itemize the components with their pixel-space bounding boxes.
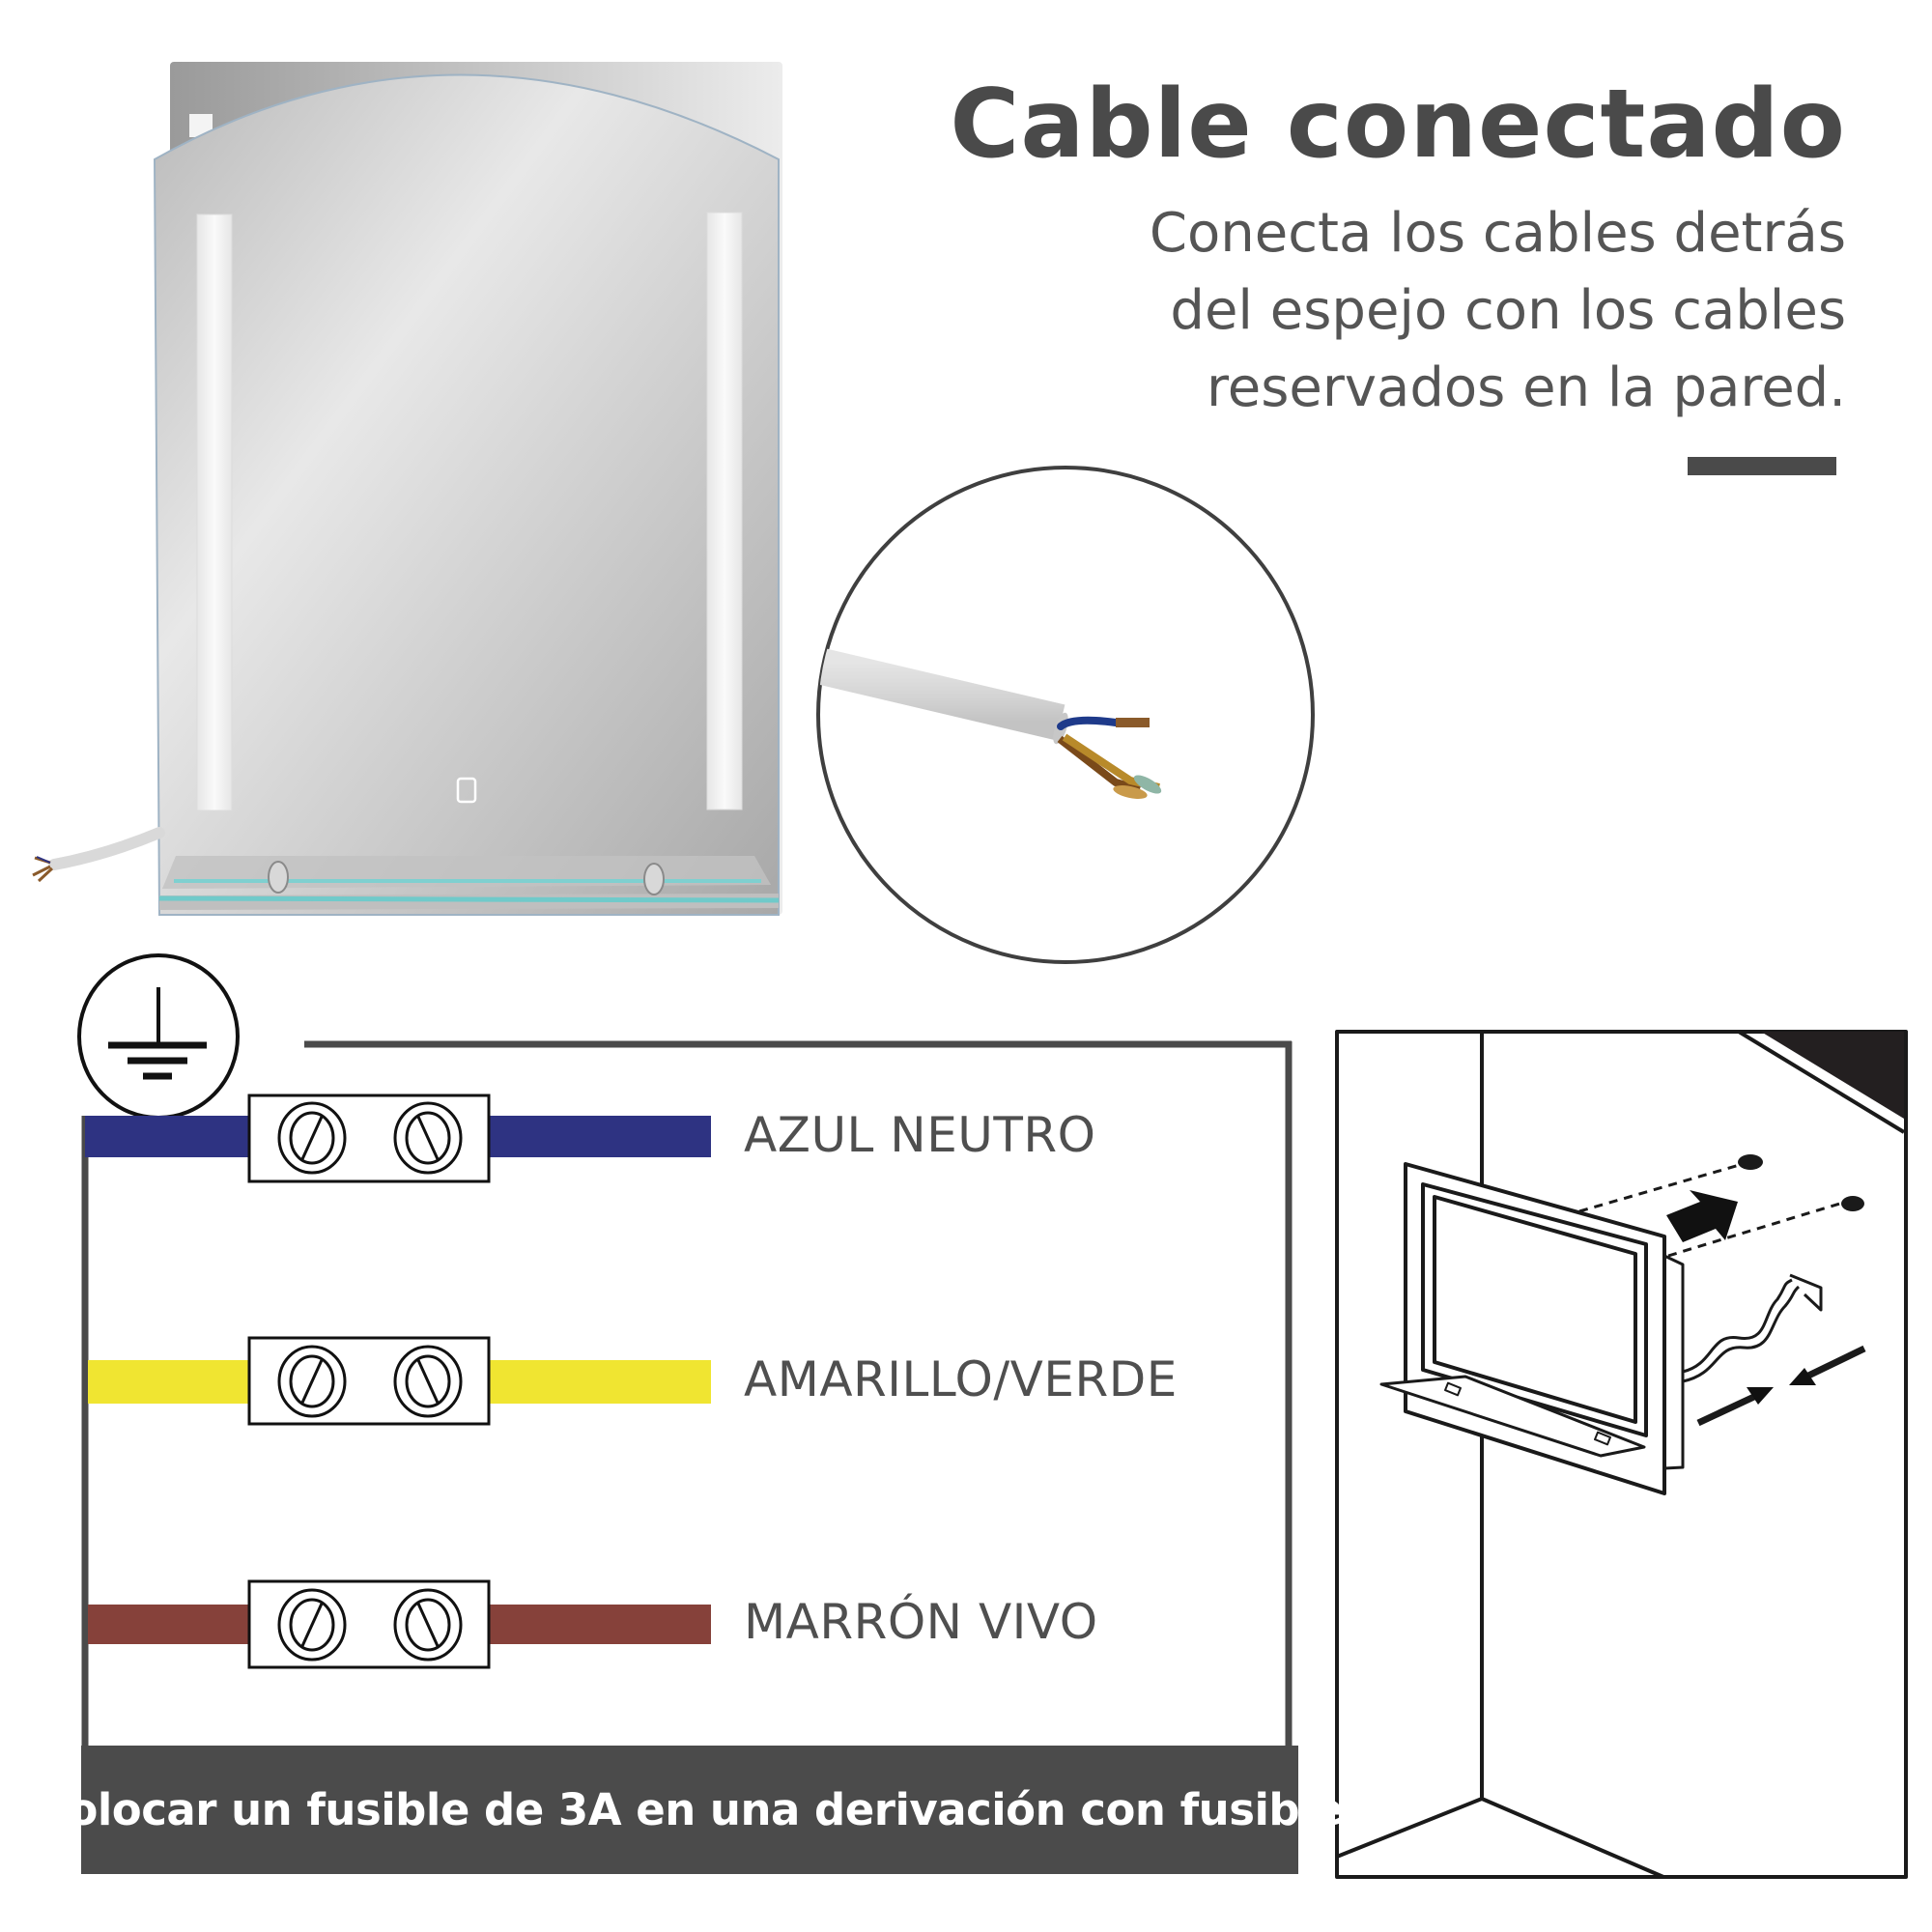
wiring-panel-frame (81, 1040, 1293, 1748)
earth-ground-icon (77, 953, 240, 1120)
fuse-warning-banner: Colocar un fusible de 3A en una derivaci… (37, 1746, 1344, 1874)
terminal-block-yellow (247, 1336, 491, 1426)
wire-label-brown: MARRÓN VIVO (744, 1594, 1098, 1650)
touch-switch-icon (456, 777, 477, 804)
instruction-line-1: Conecta los cables detrás (1149, 202, 1846, 265)
instruction-text: Conecta los cables detrás del espejo con… (977, 195, 1846, 427)
wire-label-blue: AZUL NEUTRO (744, 1107, 1096, 1163)
terminal-block-brown (247, 1579, 491, 1669)
led-strip-left (196, 213, 233, 811)
instruction-line-2: del espejo con los cables (1170, 279, 1846, 342)
wire-label-yellow-green: AMARILLO/VERDE (744, 1351, 1178, 1407)
mirror-illustration (32, 62, 782, 916)
accent-divider (1688, 457, 1836, 475)
fuse-warning-text: Colocar un fusible de 3A en una derivaci… (36, 1784, 1344, 1835)
led-strip-right (706, 212, 743, 810)
instruction-line-3: reservados en la pared. (1206, 356, 1846, 419)
page-title: Cable conectado (950, 70, 1846, 180)
cable-detail-circle (816, 466, 1315, 964)
installation-diagram (1335, 1030, 1908, 1879)
terminal-block-blue (247, 1094, 491, 1183)
